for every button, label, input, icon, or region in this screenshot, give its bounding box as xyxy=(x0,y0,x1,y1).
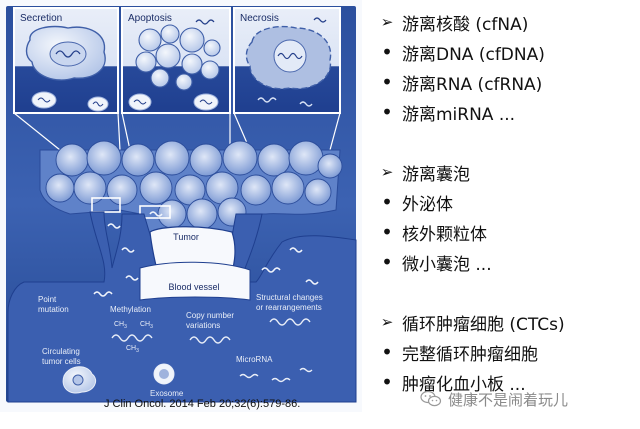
dna-helix-icon xyxy=(55,50,81,58)
panel-label-secretion: Secretion xyxy=(20,13,62,24)
bullet-text: 完整循环肿瘤细胞 xyxy=(402,344,538,365)
bullet-item: • 外泌体 xyxy=(372,190,453,215)
label-exosome: Exosome xyxy=(150,389,184,398)
panel-apoptosis: Apoptosis xyxy=(121,7,231,114)
bullet-text: 循环肿瘤细胞 (CTCs) xyxy=(402,314,565,335)
watermark: 健康不是闹着玩儿 xyxy=(420,388,568,410)
bullet-item: • 游离DNA (cfDNA) xyxy=(372,40,545,65)
liquid-biopsy-diagram: Secretion Apoptosis Necrosis xyxy=(6,6,357,403)
exosome-icon xyxy=(153,363,175,385)
arrow-bullet-icon: ➢ xyxy=(380,13,394,31)
bullet-item: • 微小囊泡 ... xyxy=(372,250,492,275)
label-ch3-left: CH3 xyxy=(114,321,127,330)
blood-vessel xyxy=(7,211,357,403)
citation: J Clin Oncol. 2014 Feb 20;32(6):579-86. xyxy=(104,398,301,410)
bullet-list: ➢ 游离核酸 (cfNA) • 游离DNA (cfDNA) • 游离RNA (cfRN… xyxy=(372,0,640,400)
bullet-text: 游离核酸 (cfNA) xyxy=(402,14,529,35)
bullet-item: ➢ 循环肿瘤细胞 (CTCs) xyxy=(372,310,565,335)
circulating-tumor-cell xyxy=(62,366,97,394)
arrow-bullet-icon: ➢ xyxy=(380,313,394,331)
bullet-item: • 游离RNA (cfRNA) xyxy=(372,70,543,95)
label-ch3-bottom: CH3 xyxy=(126,345,139,354)
dot-bullet-icon: • xyxy=(381,250,393,274)
label-tumor: Tumor xyxy=(173,232,199,242)
bullet-text: 肿瘤化血小板 ... xyxy=(402,374,526,395)
tumor-tissue xyxy=(39,140,343,271)
arrow-bullet-icon: ➢ xyxy=(380,163,394,181)
dot-bullet-icon: • xyxy=(381,40,393,64)
bullet-text: 游离RNA (cfRNA) xyxy=(402,74,543,95)
watermark-text: 健康不是闹着玩儿 xyxy=(448,390,569,409)
bullet-item: ➢ 游离囊泡 xyxy=(372,160,470,185)
label-microrna: MicroRNA xyxy=(236,355,273,364)
bullet-item: • 肿瘤化血小板 ... xyxy=(372,370,526,395)
dot-bullet-icon: • xyxy=(381,70,393,94)
bullet-text: 游离囊泡 xyxy=(402,164,470,185)
cfdna-fragments xyxy=(93,211,319,297)
dot-bullet-icon: • xyxy=(381,370,393,394)
bullet-item: • 游离miRNA ... xyxy=(372,100,516,125)
panel-necrosis: Necrosis xyxy=(233,7,341,114)
bullet-text: 游离DNA (cfDNA) xyxy=(402,44,545,65)
dot-bullet-icon: • xyxy=(381,340,393,364)
apoptotic-bodies xyxy=(135,24,221,91)
label-ch3-right: CH3 xyxy=(140,321,153,330)
wechat-icon xyxy=(420,390,442,407)
bullet-text: 游离miRNA ... xyxy=(402,104,516,125)
panel-secretion: Secretion xyxy=(13,7,119,114)
dot-bullet-icon: • xyxy=(381,220,393,244)
bullet-item: • 核外颗粒体 xyxy=(372,220,487,245)
bullet-item: • 完整循环肿瘤细胞 xyxy=(372,340,538,365)
panel-label-necrosis: Necrosis xyxy=(240,13,279,24)
dot-bullet-icon: • xyxy=(381,190,393,214)
bullet-text: 微小囊泡 ... xyxy=(402,254,492,275)
dot-bullet-icon: • xyxy=(381,100,393,124)
bullet-text: 核外颗粒体 xyxy=(402,224,487,245)
panel-label-apoptosis: Apoptosis xyxy=(128,13,172,24)
label-blood-vessel: Blood vessel xyxy=(168,282,219,292)
label-methylation: Methylation xyxy=(110,305,151,314)
bullet-text: 外泌体 xyxy=(402,194,453,215)
bullet-item: ➢ 游离核酸 (cfNA) xyxy=(372,10,529,35)
microrna-fragments xyxy=(239,367,313,383)
